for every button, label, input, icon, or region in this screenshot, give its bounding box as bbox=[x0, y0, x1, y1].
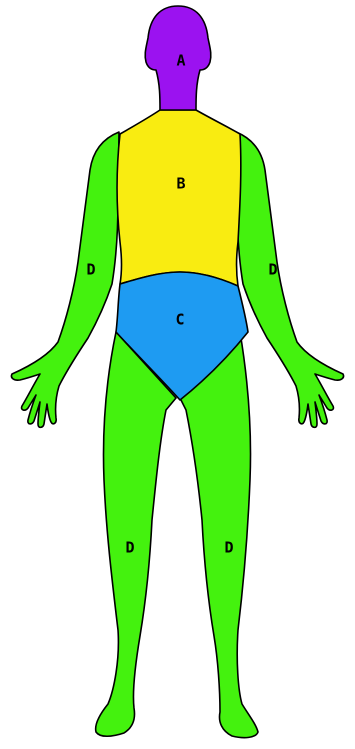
region-label-d-left-leg: D bbox=[224, 539, 233, 557]
left-leg-region bbox=[180, 332, 258, 738]
left-arm-region bbox=[236, 132, 344, 427]
right-arm-region bbox=[11, 132, 119, 427]
region-label-d-right-leg: D bbox=[125, 539, 134, 557]
torso-region bbox=[117, 110, 241, 286]
region-label-b: B bbox=[176, 175, 185, 193]
region-label-c: C bbox=[175, 311, 184, 329]
region-label-d-right-arm: D bbox=[86, 261, 95, 279]
right-leg-region bbox=[96, 332, 176, 736]
region-label-a: A bbox=[176, 52, 185, 70]
region-label-d-left-arm: D bbox=[268, 261, 277, 279]
